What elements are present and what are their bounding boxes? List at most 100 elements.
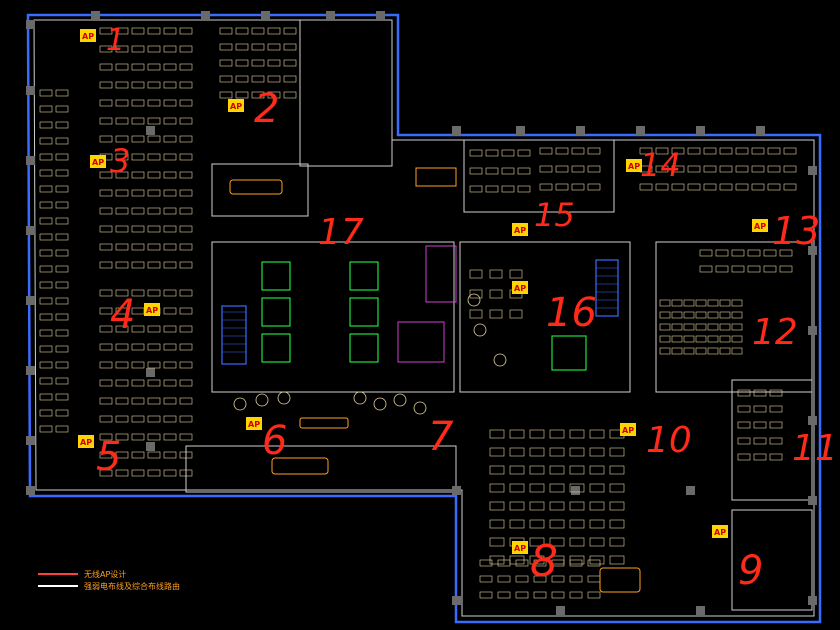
desk: [163, 63, 177, 71]
desk: [39, 201, 53, 209]
desk: [115, 379, 129, 387]
desk: [569, 465, 585, 475]
column: [26, 86, 35, 95]
desk: [39, 121, 53, 129]
desk: [147, 189, 161, 197]
desk: [509, 447, 525, 457]
desk: [115, 243, 129, 251]
desk: [147, 207, 161, 215]
desk: [55, 377, 69, 385]
desk: [549, 429, 565, 439]
desk: [55, 105, 69, 113]
desk: [683, 299, 695, 307]
desk: [699, 265, 713, 273]
desk: [99, 361, 113, 369]
desk: [703, 183, 717, 191]
ap-marker: [246, 417, 262, 430]
desk: [737, 453, 751, 461]
desk: [719, 311, 731, 319]
desk: [589, 465, 605, 475]
desk: [671, 311, 683, 319]
desk: [179, 63, 193, 71]
zone-number-3: 3: [110, 142, 130, 180]
lounge-chair: [255, 393, 269, 407]
desk: [147, 63, 161, 71]
desk: [769, 405, 783, 413]
desk: [783, 165, 797, 173]
desk: [517, 167, 531, 175]
column: [808, 166, 817, 175]
desk: [55, 393, 69, 401]
desk: [501, 185, 515, 193]
desk: [609, 447, 625, 457]
desk: [539, 165, 553, 173]
desk: [115, 171, 129, 179]
desk: [131, 261, 145, 269]
desk: [489, 483, 505, 493]
column: [261, 11, 270, 20]
desk: [731, 335, 743, 343]
desk: [99, 171, 113, 179]
desk: [509, 269, 523, 279]
desk: [147, 27, 161, 35]
desk: [587, 147, 601, 155]
desk: [683, 311, 695, 319]
desk: [147, 171, 161, 179]
desk: [267, 59, 281, 67]
lounge-chair: [393, 393, 407, 407]
desk: [179, 45, 193, 53]
desk: [99, 63, 113, 71]
desk: [731, 249, 745, 257]
desk: [163, 433, 177, 441]
lounge-chair: [413, 401, 427, 415]
desk: [55, 361, 69, 369]
desk: [671, 299, 683, 307]
desk: [283, 59, 297, 67]
desk: [179, 189, 193, 197]
desk: [99, 379, 113, 387]
ap-marker: [512, 541, 528, 554]
ap-label: AP: [230, 102, 242, 111]
desk: [469, 269, 483, 279]
desk: [99, 243, 113, 251]
desk: [99, 45, 113, 53]
desk: [587, 165, 601, 173]
desk: [55, 89, 69, 97]
desk: [587, 591, 601, 599]
desk: [179, 207, 193, 215]
column: [808, 496, 817, 505]
desk: [131, 325, 145, 333]
desk: [163, 189, 177, 197]
column: [756, 126, 765, 135]
desk: [179, 153, 193, 161]
desk: [485, 167, 499, 175]
desk: [549, 537, 565, 547]
desk: [115, 189, 129, 197]
desk: [99, 307, 113, 315]
desk-clusters: [39, 27, 797, 599]
desk: [147, 45, 161, 53]
desk: [671, 183, 685, 191]
desk: [39, 265, 53, 273]
desk: [549, 465, 565, 475]
desk: [509, 309, 523, 319]
desk: [489, 465, 505, 475]
desk: [569, 501, 585, 511]
desk: [39, 185, 53, 193]
desk: [687, 183, 701, 191]
column: [26, 226, 35, 235]
outer-walls: [26, 13, 822, 624]
lounge-chair: [493, 353, 507, 367]
column: [26, 436, 35, 445]
desk: [99, 343, 113, 351]
desk: [55, 137, 69, 145]
desk: [251, 75, 265, 83]
desk: [219, 91, 233, 99]
desk: [55, 169, 69, 177]
zone-number-13: 13: [772, 209, 820, 253]
desk: [235, 91, 249, 99]
desk: [251, 43, 265, 51]
desk: [39, 233, 53, 241]
desk: [99, 261, 113, 269]
